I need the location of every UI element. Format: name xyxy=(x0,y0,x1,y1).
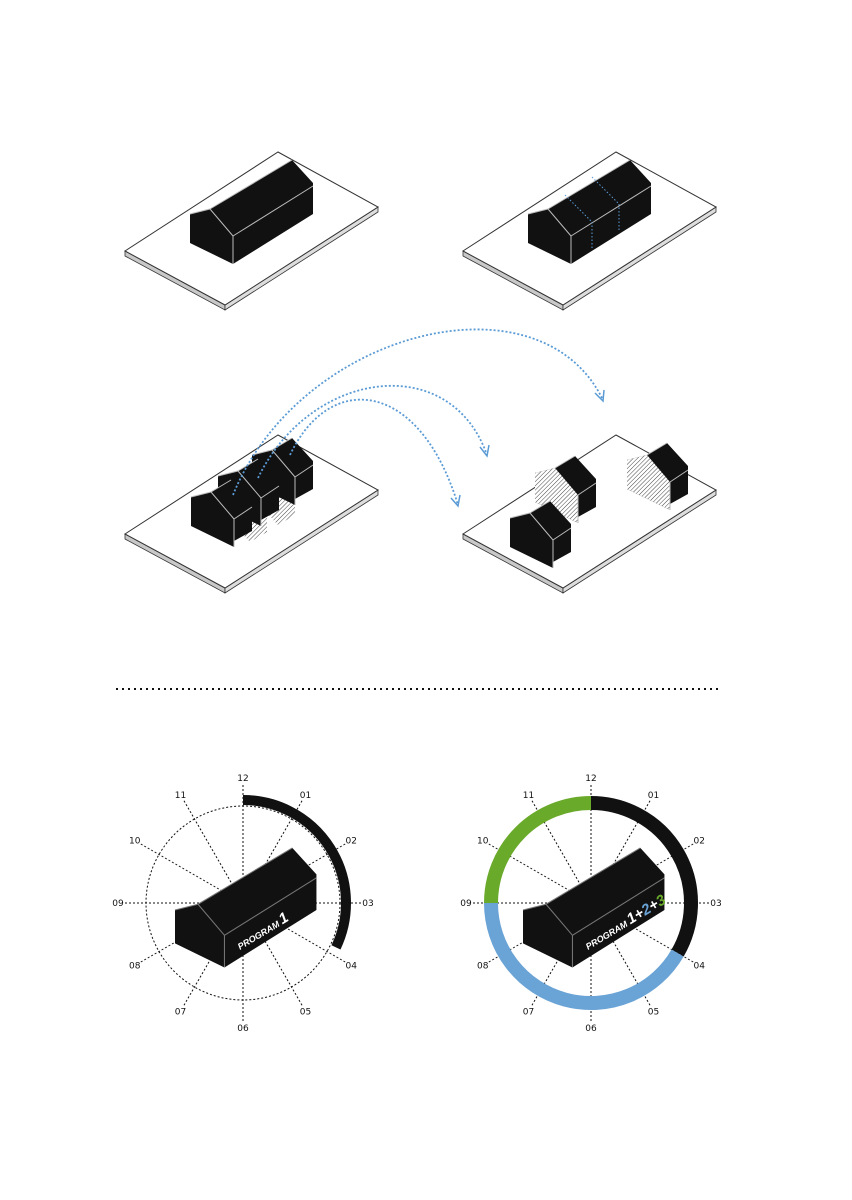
hour-label: 11 xyxy=(523,791,534,801)
hour-label: 07 xyxy=(175,1007,186,1017)
program-time-segment xyxy=(484,902,684,1010)
hour-label: 04 xyxy=(694,962,706,972)
hour-label: 12 xyxy=(585,774,596,784)
arrow-2 xyxy=(257,384,488,479)
program-house xyxy=(174,847,317,968)
hour-label: 02 xyxy=(346,837,357,847)
program-time-segment xyxy=(484,796,592,904)
hour-label: 01 xyxy=(648,791,659,801)
hour-label: 01 xyxy=(300,791,311,801)
hour-label: 07 xyxy=(523,1007,534,1017)
house-split-into-three xyxy=(190,437,314,548)
house-divided xyxy=(527,159,652,265)
hour-label: 10 xyxy=(477,837,489,847)
arrow-1 xyxy=(232,328,604,496)
hour-label: 10 xyxy=(129,837,141,847)
hour-label: 05 xyxy=(300,1007,311,1017)
hour-label: 04 xyxy=(346,962,358,972)
hour-label: 03 xyxy=(710,899,721,909)
program-house xyxy=(522,847,665,968)
hour-label: 09 xyxy=(112,899,124,909)
hour-label: 06 xyxy=(237,1024,249,1034)
hour-label: 12 xyxy=(237,774,248,784)
hour-label: 08 xyxy=(477,962,489,972)
program-time-segment xyxy=(242,795,351,950)
hour-label: 03 xyxy=(362,899,373,909)
hour-label: 11 xyxy=(175,791,186,801)
arrow-3 xyxy=(289,398,459,506)
relocation-arrows xyxy=(232,328,605,508)
hour-label: 09 xyxy=(460,899,472,909)
hour-label: 05 xyxy=(648,1007,659,1017)
hour-label: 02 xyxy=(694,837,705,847)
hour-label: 06 xyxy=(585,1024,597,1034)
program-time-segment xyxy=(590,796,698,957)
hour-label: 08 xyxy=(129,962,141,972)
